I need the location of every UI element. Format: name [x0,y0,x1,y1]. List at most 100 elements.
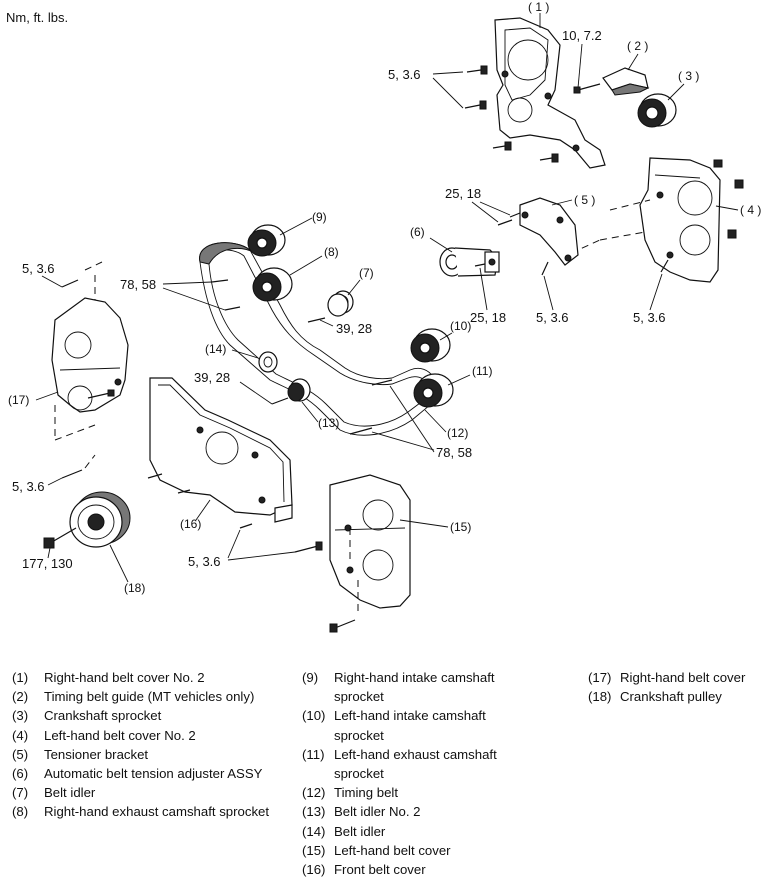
legend-item-number: (1) [12,670,29,685]
rh-intake-camshaft-sprocket [247,224,286,257]
torque-10-7.2: 10, 7.2 [562,28,602,43]
legend-item-number: (4) [12,727,29,743]
legend-item-text: Left-hand intake camshaft sprocket [334,708,486,743]
callout-15: (15) [450,520,471,534]
legend-item: (4) Left-hand belt cover No. 2 [12,726,277,745]
legend-column-1: (1) Right-hand belt cover No. 2 (2) Timing … [12,668,277,822]
legend-item: (16) Front belt cover [302,860,532,879]
callout-14: (14) [205,342,226,356]
legend-item: (3) Crankshaft sprocket [12,706,277,725]
timing-belt-exploded-diagram: Nm, ft. lbs. ( 1 ) 5, 3.6 ( 2 ) 10, 7.2 … [6,0,761,633]
legend-item-text: Crankshaft sprocket [44,708,162,724]
legend-item-text: Right-hand belt cover [620,670,746,685]
crankshaft-pulley [69,491,131,548]
torque-78-58-bottom: 78, 58 [436,445,472,460]
legend-item-number: (18) [588,689,612,705]
callout-2: ( 2 ) [627,39,648,53]
lh-intake-camshaft-sprocket [410,328,451,363]
callout-9: (9) [312,210,327,224]
legend-item: (15) Left-hand belt cover [302,841,532,860]
torque-5-3.6-right: 5, 3.6 [633,310,666,325]
legend-item: (7) Belt idler [12,783,277,802]
bolts-cover-4 [660,159,744,273]
legend-item-text: Timing belt [334,785,399,801]
bolts-cover-1 [464,65,559,163]
torque-25-18-bottom: 25, 18 [470,310,506,325]
legend-item: (18) Crankshaft pulley [588,687,768,706]
torque-25-18-top: 25, 18 [445,186,481,201]
legend-item-text: Belt idler No. 2 [334,804,421,820]
unit-note: Nm, ft. lbs. [6,10,68,25]
legend-item-number: (8) [12,804,29,820]
legend-item-text: Front belt cover [334,862,426,878]
callout-4: ( 4 ) [740,203,761,217]
legend-item-number: (13) [302,804,326,820]
callout-13: (13) [318,416,339,430]
left-hand-belt-cover [329,474,411,609]
legend-item-text: Timing belt guide (MT vehicles only) [44,689,255,705]
legend-item-number: (6) [12,766,29,782]
legend-item-text: Automatic belt tension adjuster ASSY [44,766,263,782]
torque-39-28-top: 39, 28 [336,321,372,336]
torque-5-3.6-left-top: 5, 3.6 [22,261,55,276]
torque-5-3.6-left-bottom: 5, 3.6 [12,479,45,494]
legend-item-number: (17) [588,670,612,685]
belt-idler-7 [327,290,354,317]
legend-item: (5)Tensioner bracket [12,745,277,764]
timing-belt-guide [602,67,650,96]
legend-item-text: Left-hand exhaust camshaft sprocket [334,746,497,782]
legend-item: (12)Timing belt [302,783,532,802]
right-hand-belt-cover [51,297,129,413]
torque-5-3.6-top: 5, 3.6 [388,67,421,82]
callout-3: ( 3 ) [678,69,699,83]
callout-18: (18) [124,581,145,595]
callout-17: (17) [8,393,29,407]
legend-item-number: (15) [302,842,326,858]
legend-item-text: Crankshaft pulley [620,689,722,705]
legend-column-3: (17) Right-hand belt cover (18) Crankshaft … [588,668,768,706]
callout-16: (16) [180,517,201,531]
right-hand-belt-cover-no2 [494,17,606,169]
legend-item-text: Right-hand intake camshaft sprocket [334,670,495,705]
rh-exhaust-camshaft-sprocket [252,267,293,302]
legend-item: (11) Left-hand exhaust camshaft sprocket [302,745,532,783]
legend-item-text: Belt idler [44,785,96,801]
front-belt-cover [149,377,293,523]
legend-item-text: Right-hand belt cover No. 2 [44,670,205,685]
torque-39-28-bottom: 39, 28 [194,370,230,385]
lh-exhaust-camshaft-sprocket [413,373,454,408]
legend-item-number: (16) [302,862,326,878]
callout-12: (12) [447,426,468,440]
left-hand-belt-cover-no2 [639,157,721,283]
legend-item: (1) Right-hand belt cover No. 2 [12,668,277,687]
legend-item: (6) Automatic belt tension adjuster ASSY [12,764,277,783]
timing-belt [199,242,437,436]
legend-item-number: (3) [12,708,29,724]
legend-item-number: (2) [12,689,29,705]
legend-item: (17) Right-hand belt cover [588,668,768,687]
legend-item-number: (9) [302,670,319,685]
torque-78-58-top: 78, 58 [120,277,156,292]
torque-5-3.6-bracket: 5, 3.6 [536,310,569,325]
callout-11: (11) [472,364,492,378]
legend-column-2: (9)Right-hand intake camshaft sprocket(1… [302,668,532,879]
legend-item: (2) Timing belt guide (MT vehicles only) [12,687,277,706]
legend-item: (8) Right-hand exhaust camshaft sprocket [12,802,277,821]
legend-item: (10) Left-hand intake camshaft sprocket [302,706,532,744]
torque-177-130: 177, 130 [22,556,73,571]
legend-item-text: Tensioner bracket [44,746,149,762]
legend-item-number: (7) [12,785,29,801]
legend-item: (9) Right-hand intake camshaft sprocket [302,668,532,706]
legend-item-number: (14) [302,823,326,839]
legend-item-text: Right-hand exhaust camshaft sprocket [44,804,270,820]
legend-item-number: (11) [302,746,325,762]
legend-item-text: Left-hand belt cover [334,842,451,858]
legend-item-number: (10) [302,708,326,724]
belt-idler-14 [258,351,278,373]
legend-item: (14)Belt idler [302,822,532,841]
legend-item-text: Left-hand belt cover No. 2 [44,727,196,743]
torque-5-3.6-front: 5, 3.6 [188,554,221,569]
callout-8: (8) [324,245,339,259]
callout-10: (10) [450,319,471,333]
belt-idler-no2 [287,378,311,402]
